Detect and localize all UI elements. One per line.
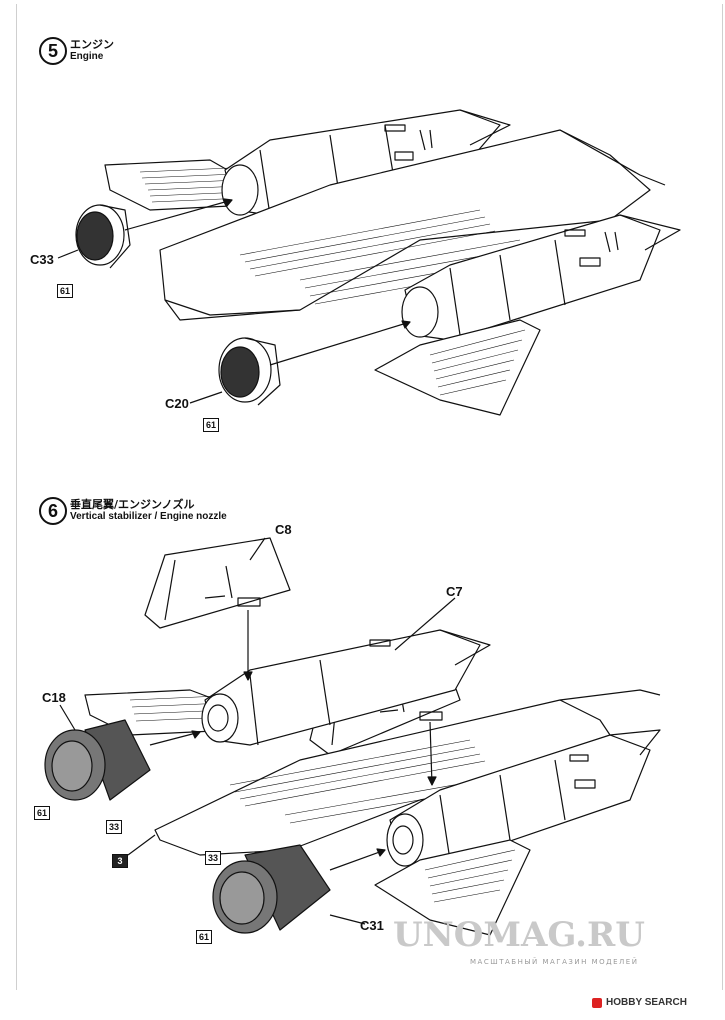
- step-5-badge: 5: [39, 37, 67, 65]
- callout-c31: C31: [360, 918, 384, 933]
- footer-brand: HOBBY SEARCH: [606, 997, 687, 1008]
- paint-code-c33: 61: [57, 284, 73, 298]
- step-6-title-en: Vertical stabilizer / Engine nozzle: [70, 511, 227, 522]
- paint-code-c31-a: 33: [205, 851, 221, 865]
- step-6-number: 6: [47, 500, 58, 521]
- page-frame: [16, 4, 723, 990]
- callout-c33: C33: [30, 252, 54, 267]
- paint-code-c18-a: 61: [34, 806, 50, 820]
- paint-code-c31-b: 61: [196, 930, 212, 944]
- watermark-subtitle: МАСШТАБНЫЙ МАГАЗИН МОДЕЛЕЙ: [470, 958, 639, 966]
- watermark-title: UNOMAG.RU: [393, 915, 645, 955]
- hobby-search-logo-icon: [592, 998, 602, 1008]
- step-5-title-jp: エンジン: [70, 38, 114, 51]
- paint-code-c20: 61: [203, 418, 219, 432]
- paint-code-nose: 3: [112, 854, 128, 868]
- paint-code-c18-b: 33: [106, 820, 122, 834]
- callout-c18: C18: [42, 690, 66, 705]
- callout-c7: C7: [446, 584, 463, 599]
- callout-c8: C8: [275, 522, 292, 537]
- step-6-title-jp: 垂直尾翼/エンジンノズル: [70, 498, 195, 511]
- step-6-badge: 6: [39, 497, 67, 525]
- step-5-title-en: Engine: [70, 51, 104, 62]
- step-5-number: 5: [47, 40, 58, 61]
- callout-c20: C20: [165, 396, 189, 411]
